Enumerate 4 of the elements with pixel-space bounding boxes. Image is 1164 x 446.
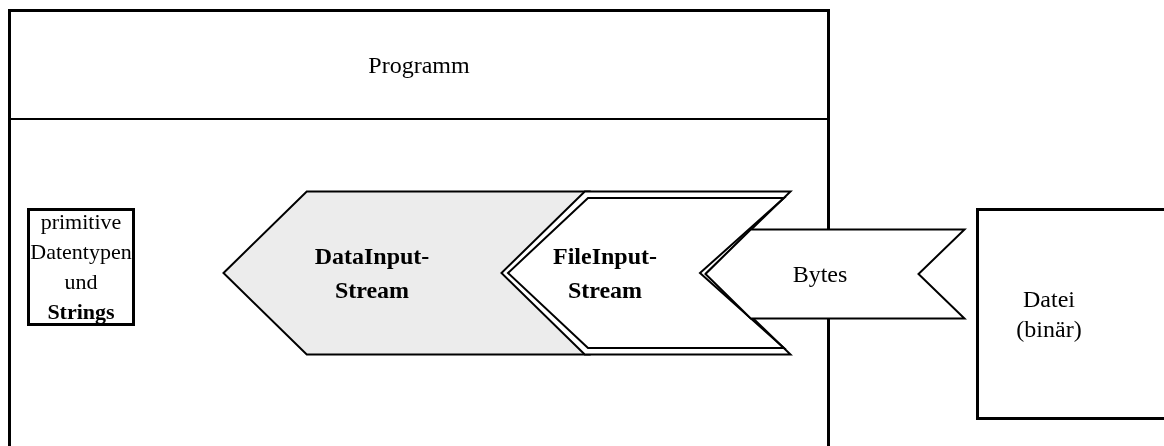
frame-heading: Programm [368, 51, 470, 80]
file-box: Datei (binär) [976, 208, 1164, 420]
process-box: primitive Datentypen und Strings [27, 208, 135, 326]
chevron-arrow-shape: Bytes [704, 228, 966, 320]
